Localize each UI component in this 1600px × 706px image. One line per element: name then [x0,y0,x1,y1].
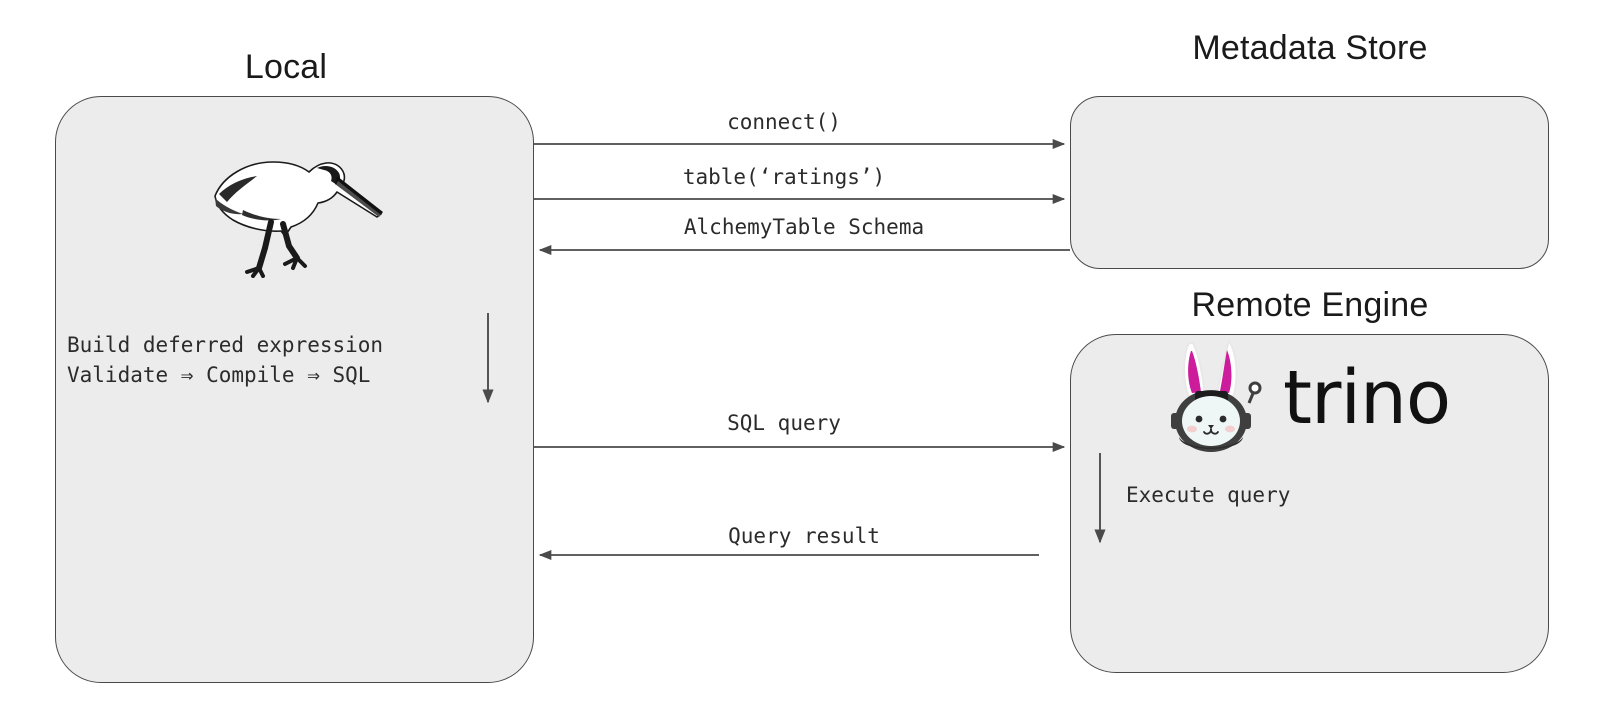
remote-execute-query-label: Execute query [1126,483,1291,507]
message-label-query-result: Query result [728,524,880,548]
message-label-alchemytable-schema: AlchemyTable Schema [683,215,925,239]
trino-bunny-logo: trino [1155,337,1465,462]
metadata-store-zone-title: Metadata Store [1192,29,1428,67]
remote-engine-box [1070,334,1549,673]
message-label-table-ratings: table(‘ratings’) [682,165,886,189]
message-label-connect: connect() [727,110,841,134]
local-step-line-2: Validate ⇒ Compile ⇒ SQL [67,363,371,387]
local-zone-title: Local [244,48,328,86]
remote-engine-zone-title: Remote Engine [1191,286,1429,324]
trino-wordmark: trino [1283,355,1451,441]
message-label-sql-query: SQL query [727,411,841,435]
metadata-store-box [1070,96,1549,269]
local-step-line-1: Build deferred expression [67,333,384,357]
ibis-bird-logo [185,118,385,278]
